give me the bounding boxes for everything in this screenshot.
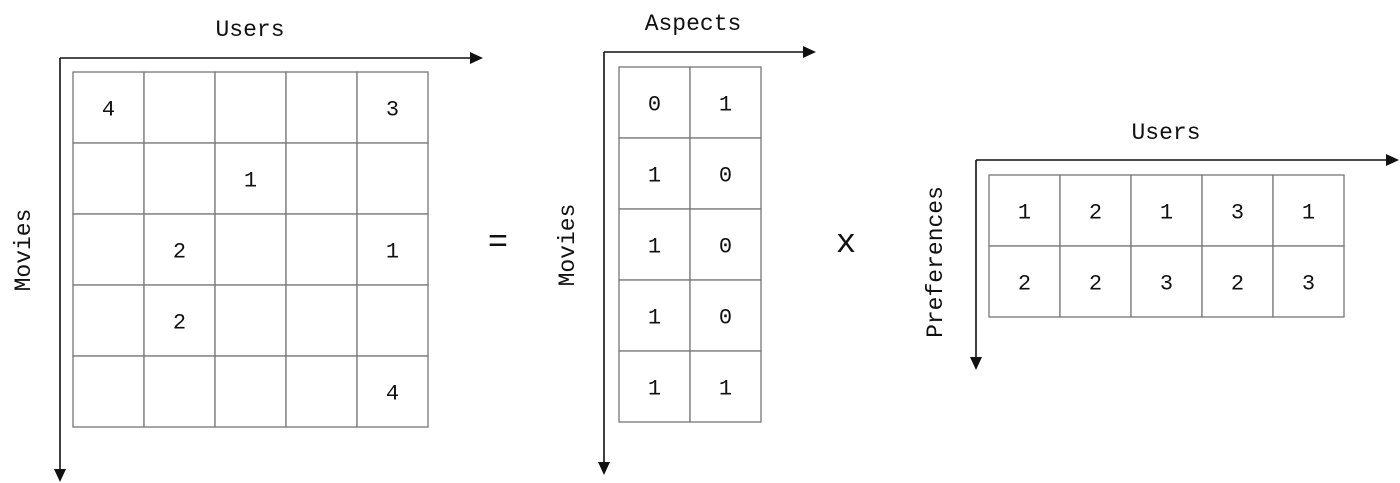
aspects-matrix-group: Aspects Movies 0 1 1 0 1 0 1 0 1 1: [555, 11, 816, 475]
aspects-cell: [689, 66, 762, 139]
ratings-cell-value: 4: [102, 98, 115, 123]
preferences-cell: [988, 245, 1061, 318]
aspects-cell: [618, 208, 691, 281]
aspects-cell-value: 1: [719, 377, 732, 402]
ratings-cell: [143, 213, 216, 286]
ratings-cell: [214, 355, 287, 428]
ratings-x-arrowhead: [470, 52, 483, 64]
aspects-cell-value: 0: [719, 235, 732, 260]
preferences-cell: [1201, 174, 1274, 247]
preferences-cell: [1272, 174, 1345, 247]
aspects-grid: 0 1 1 0 1 0 1 0 1 1: [618, 66, 762, 423]
ratings-cell-value: 3: [386, 98, 399, 123]
ratings-cell: [72, 355, 145, 428]
ratings-cell: [72, 71, 145, 144]
ratings-y-arrowhead: [54, 469, 66, 482]
ratings-cell: [72, 213, 145, 286]
ratings-cell-value: 1: [244, 169, 257, 194]
ratings-cell: [356, 355, 429, 428]
preferences-matrix-group: Users Preferences 1 2 1 3 1 2 2 3 2 3: [923, 120, 1399, 370]
ratings-cell: [285, 213, 358, 286]
ratings-cell: [356, 142, 429, 215]
preferences-x-arrowhead: [1386, 154, 1399, 166]
aspects-cell-value: 1: [648, 235, 661, 260]
ratings-cell-value: 2: [173, 311, 186, 336]
ratings-cell: [356, 213, 429, 286]
ratings-cell-value: 4: [386, 382, 399, 407]
ratings-cell: [356, 284, 429, 357]
ratings-cell: [285, 284, 358, 357]
aspects-cell: [689, 137, 762, 210]
ratings-cell: [143, 284, 216, 357]
ratings-cell: [356, 71, 429, 144]
aspects-x-label: Aspects: [645, 11, 742, 37]
preferences-cell-value: 2: [1231, 272, 1244, 297]
ratings-cell: [214, 71, 287, 144]
preferences-cell: [1059, 245, 1132, 318]
ratings-cell: [72, 142, 145, 215]
equals-sign: =: [488, 225, 508, 263]
preferences-cell-value: 3: [1231, 201, 1244, 226]
preferences-cell-value: 1: [1160, 201, 1173, 226]
aspects-cell-value: 1: [648, 377, 661, 402]
ratings-cell: [285, 355, 358, 428]
preferences-y-arrowhead: [970, 357, 982, 370]
times-sign: x: [836, 225, 856, 263]
aspects-x-arrowhead: [803, 46, 816, 58]
aspects-cell-value: 1: [719, 93, 732, 118]
aspects-cell-value: 0: [648, 93, 661, 118]
preferences-cell-value: 1: [1302, 201, 1315, 226]
ratings-cell: [285, 142, 358, 215]
preferences-cell-value: 2: [1018, 272, 1031, 297]
preferences-cell: [988, 174, 1061, 247]
ratings-matrix-group: Users Movies 4 3 1 2 1 2 4: [11, 17, 483, 482]
aspects-cell: [618, 279, 691, 352]
aspects-cell-value: 1: [648, 164, 661, 189]
ratings-cell: [214, 142, 287, 215]
aspects-y-arrowhead: [598, 462, 610, 475]
ratings-y-label: Movies: [11, 209, 37, 292]
ratings-cell: [143, 355, 216, 428]
ratings-x-label: Users: [215, 17, 284, 43]
preferences-cell-value: 2: [1089, 201, 1102, 226]
aspects-cell-value: 0: [719, 164, 732, 189]
preferences-cell-value: 2: [1089, 272, 1102, 297]
aspects-cell: [689, 350, 762, 423]
ratings-cell-value: 2: [173, 240, 186, 265]
ratings-cell: [72, 284, 145, 357]
preferences-cell: [1201, 245, 1274, 318]
aspects-cell: [618, 137, 691, 210]
preferences-cell-value: 3: [1160, 272, 1173, 297]
ratings-cell-value: 1: [386, 240, 399, 265]
preferences-grid: 1 2 1 3 1 2 2 3 2 3: [988, 174, 1345, 318]
aspects-cell-value: 1: [648, 306, 661, 331]
preferences-cell: [1272, 245, 1345, 318]
ratings-cell: [285, 71, 358, 144]
aspects-cell-value: 0: [719, 306, 732, 331]
preferences-cell-value: 3: [1302, 272, 1315, 297]
ratings-cell: [143, 142, 216, 215]
ratings-cell: [214, 213, 287, 286]
preferences-y-label: Preferences: [923, 186, 949, 338]
ratings-cell: [143, 71, 216, 144]
aspects-cell: [689, 279, 762, 352]
ratings-grid: 4 3 1 2 1 2 4: [72, 71, 429, 428]
aspects-y-label: Movies: [555, 204, 581, 287]
ratings-cell: [214, 284, 287, 357]
preferences-x-label: Users: [1131, 120, 1200, 146]
preferences-cell-value: 1: [1018, 201, 1031, 226]
